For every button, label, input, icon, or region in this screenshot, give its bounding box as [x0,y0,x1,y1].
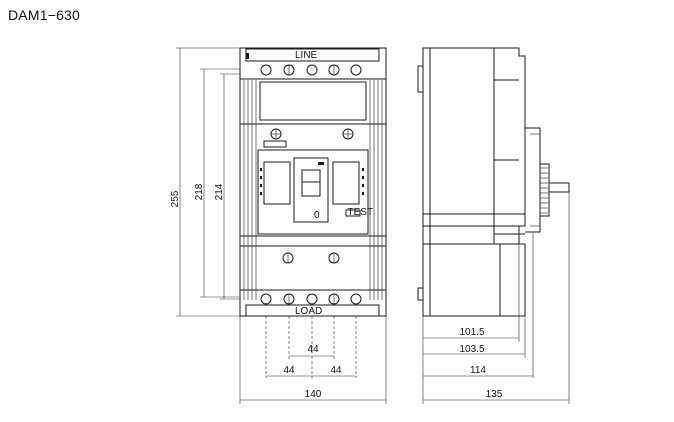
operating-handle [301,169,321,197]
indicator-ticks [260,168,364,195]
front-horizontal-dimensions [239,316,387,404]
lower-cover-screws [282,252,340,264]
handle-ribs [540,167,548,214]
dim-depth-overall: 135 [486,389,503,400]
top-left-mark [246,53,249,59]
left-ribs [243,80,257,300]
test-badge: TEST [348,207,374,218]
bottom-terminals [260,293,362,305]
dim-pitch-center: 44 [307,344,319,355]
dim-height-terminals: 218 [194,183,205,200]
dim-width-front: 140 [305,389,322,400]
test-badge-box [345,209,361,217]
operating-handle-frame [293,157,329,223]
cover-screws [270,128,354,140]
bottom-terminal-band [245,304,380,317]
dim-height-overall: 255 [170,190,181,207]
top-terminals [260,64,362,76]
nameplate-slot [263,140,287,148]
diagram-title: DAM1−630 [8,7,81,23]
side-view [417,47,570,317]
dim-depth-1: 101.5 [459,327,484,338]
right-accessory-window [332,161,360,205]
side-horizontal-dimensions [422,192,570,404]
toggle-lever [548,182,570,193]
handle-boss [525,127,541,233]
handle-mark: 0 [314,210,320,221]
dim-depth-2: 103.5 [459,344,484,355]
dim-height-body: 214 [214,183,225,200]
dim-pitch-left: 44 [283,365,295,376]
upper-window [259,81,367,121]
front-vertical-dimensions [176,47,240,317]
dim-pitch-right: 44 [330,365,342,376]
side-body-outline [422,47,526,317]
dim-depth-3: 114 [470,365,486,376]
right-ribs [369,80,383,300]
top-terminal-mark: LINE [295,50,318,61]
handle-panel [257,149,369,235]
left-accessory-window [263,161,291,205]
bottom-terminal-mark: LOAD [295,306,322,317]
front-view: LINE [239,47,387,317]
